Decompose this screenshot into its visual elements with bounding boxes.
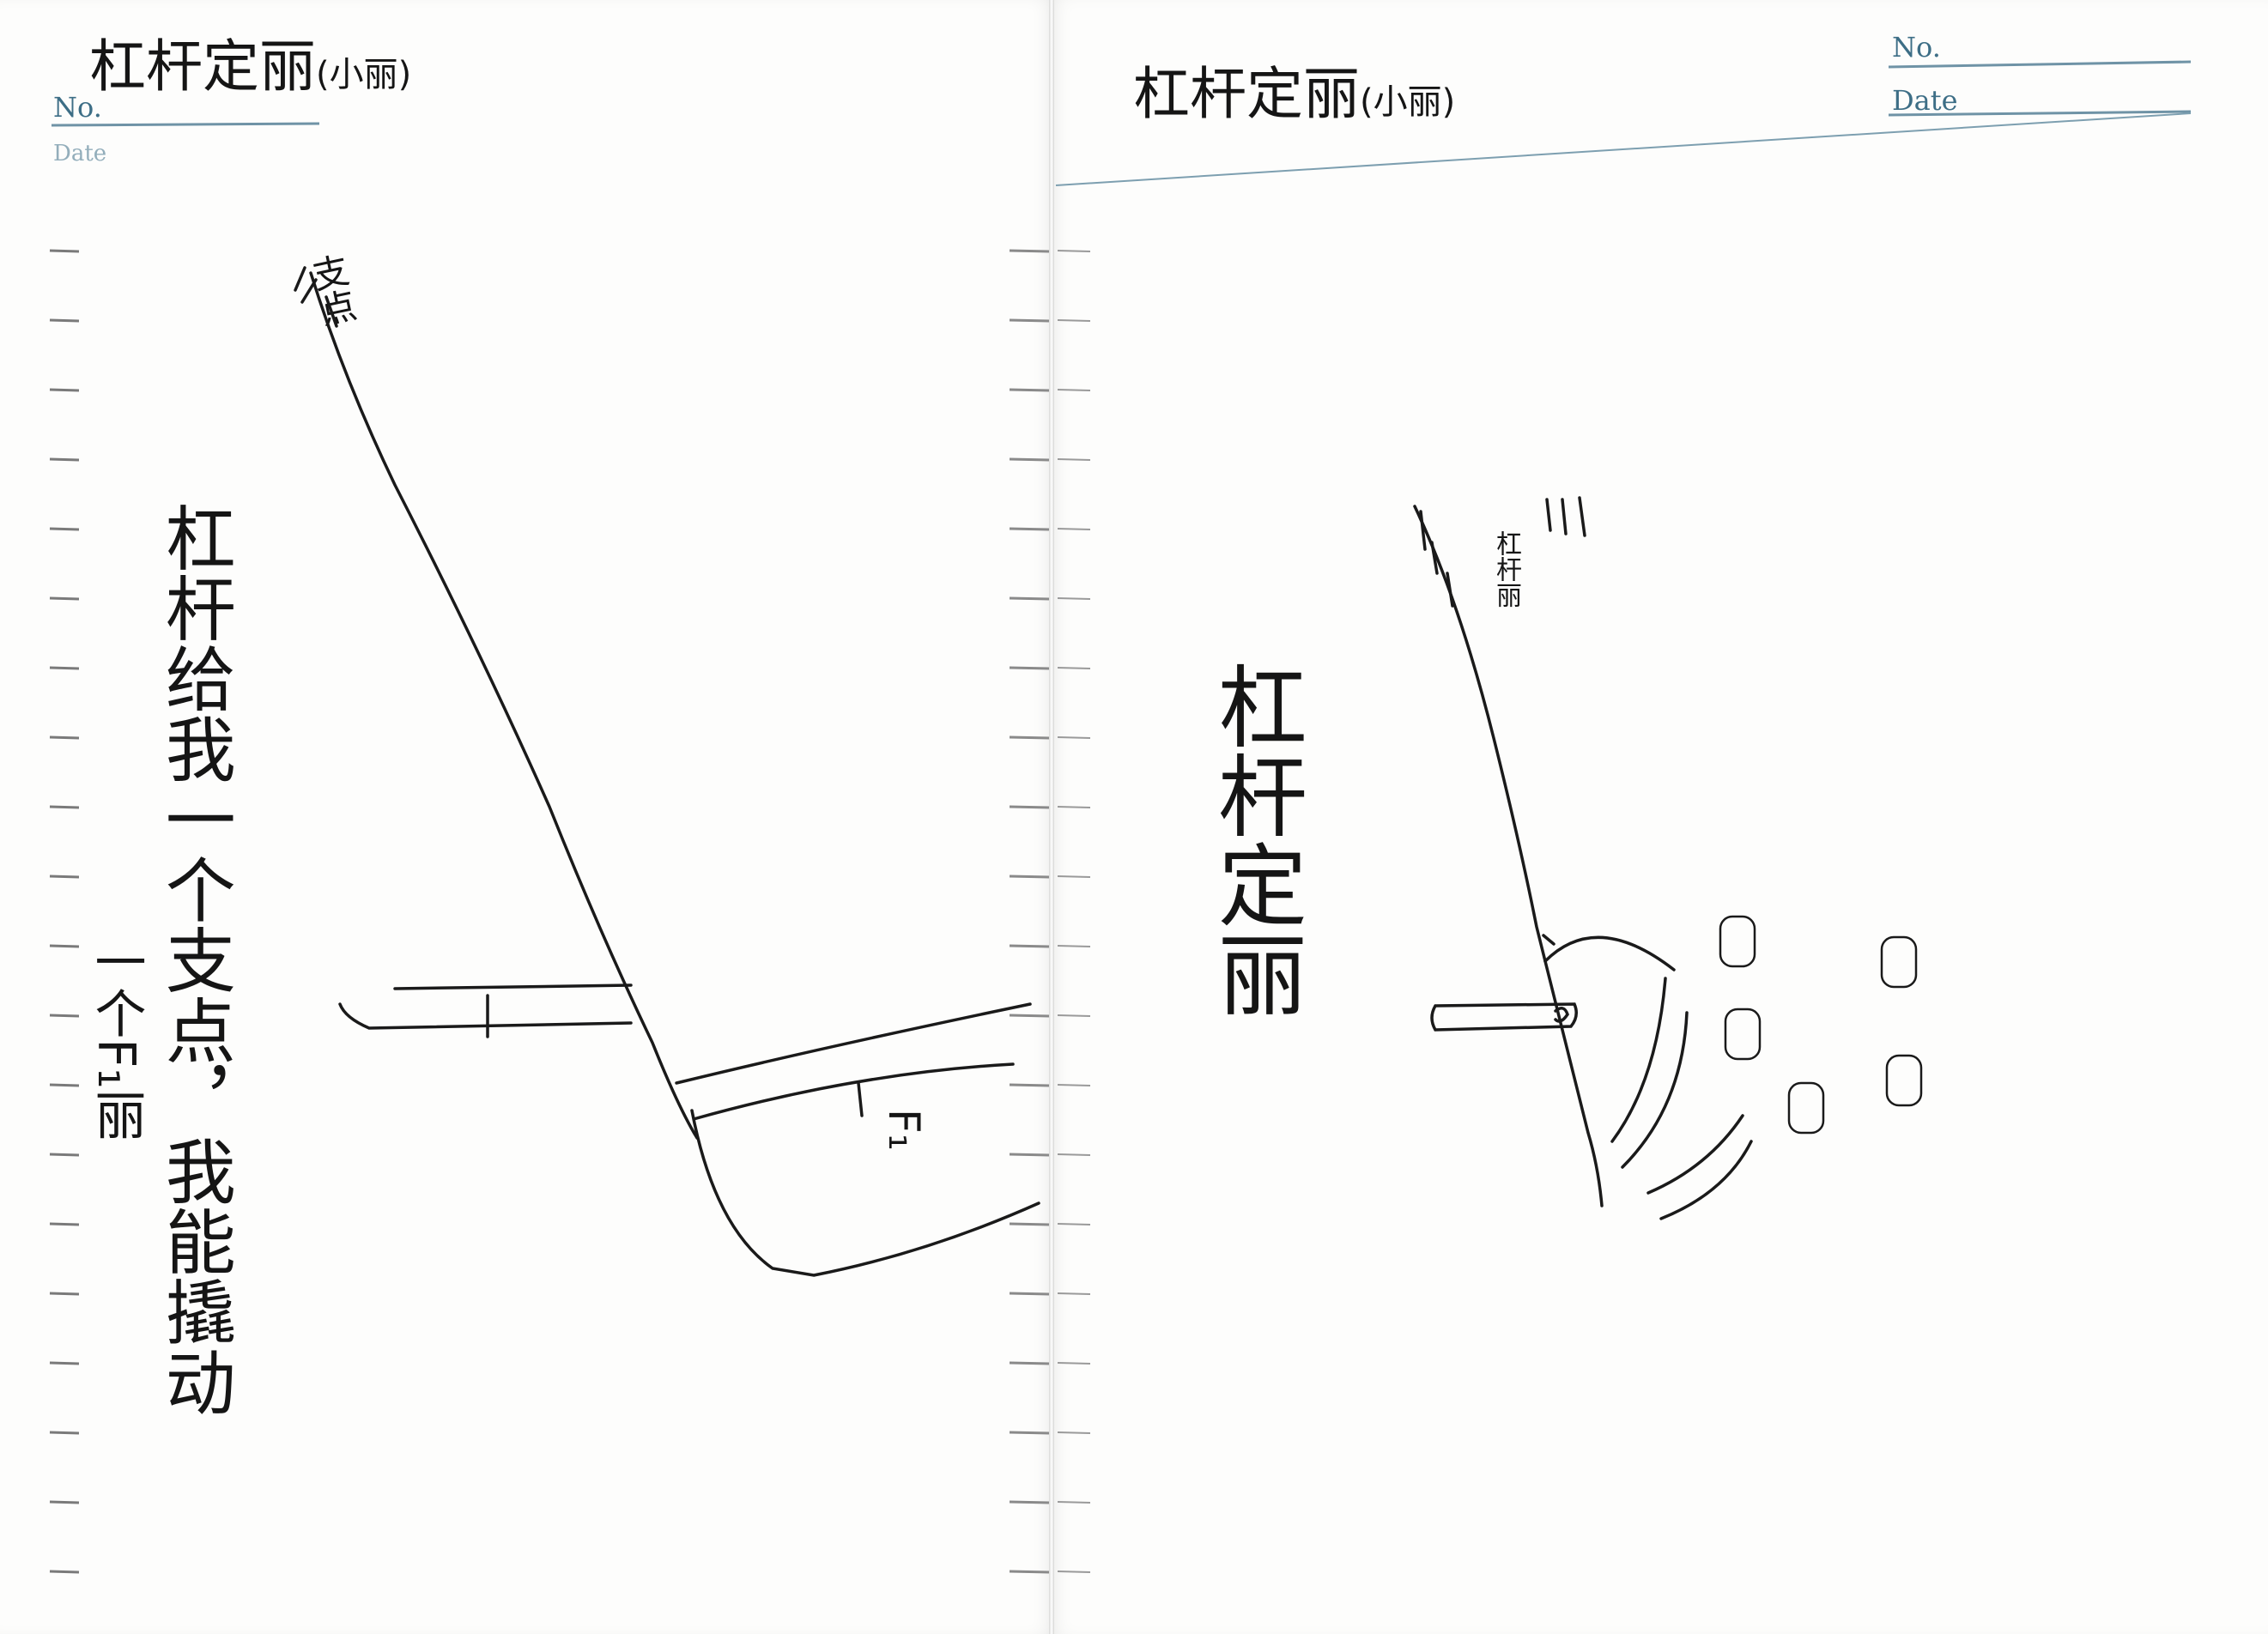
- margin-tick: [1009, 1083, 1050, 1087]
- margin-tick: [1009, 318, 1050, 323]
- weight-doodle: [1787, 1081, 1825, 1135]
- force-label: F₁: [879, 1109, 929, 1151]
- vertical-note: 杠杆给我一个支点，我能撬动: [153, 502, 235, 1417]
- margin-tick: [1009, 596, 1050, 601]
- left-notebook-page: [0, 0, 1052, 1634]
- weight-doodle: [1719, 915, 1756, 968]
- pivot-circle: [1554, 1007, 1569, 1023]
- hatch-marks: [1542, 934, 1753, 1220]
- margin-tick: [49, 1431, 80, 1435]
- margin-tick: [49, 1083, 80, 1087]
- margin-tick: [1057, 736, 1091, 739]
- page-title: 杠杆定丽(小丽): [1133, 61, 1456, 127]
- margin-tick: [1057, 528, 1091, 530]
- margin-tick: [1057, 806, 1091, 808]
- margin-tick: [1057, 1292, 1091, 1295]
- horizontal-bar: [338, 983, 633, 1030]
- no-field-label: No.: [1892, 31, 1941, 64]
- margin-tick: [1057, 945, 1091, 947]
- margin-tick: [1009, 1361, 1050, 1365]
- right-notebook-page: [1052, 0, 2268, 1634]
- margin-tick: [1057, 875, 1091, 878]
- lever-ticks: [1419, 510, 1454, 608]
- margin-tick: [1009, 1292, 1050, 1296]
- margin-tick: [1057, 1501, 1091, 1504]
- margin-tick: [1009, 1153, 1050, 1157]
- margin-tick: [1009, 1222, 1050, 1226]
- force-arrow: [857, 1081, 864, 1117]
- margin-tick: [49, 1570, 80, 1574]
- margin-tick: [1009, 874, 1050, 879]
- margin-tick: [1009, 527, 1050, 531]
- margin-tick: [1009, 944, 1050, 948]
- margin-tick: [49, 874, 80, 879]
- margin-tick: [49, 944, 80, 948]
- margin-tick: [1009, 666, 1050, 670]
- margin-tick: [49, 527, 80, 531]
- margin-tick: [1057, 597, 1091, 600]
- margin-tick: [49, 1361, 80, 1365]
- margin-tick: [1009, 1500, 1050, 1504]
- margin-tick: [1057, 1153, 1091, 1156]
- margin-tick: [1057, 667, 1091, 669]
- margin-tick: [1057, 1014, 1091, 1017]
- margin-tick: [49, 805, 80, 809]
- margin-tick: [1057, 1223, 1091, 1226]
- margin-tick: [49, 666, 80, 670]
- margin-tick: [1057, 1570, 1091, 1573]
- margin-tick: [1009, 735, 1050, 740]
- notebook-spine: [1049, 0, 1054, 1634]
- vertical-title: 杠杆定丽: [1202, 661, 1307, 1018]
- fulcrum-mark: [294, 266, 338, 328]
- margin-tick: [49, 1292, 80, 1296]
- page-title: 杠杆定丽(小丽): [89, 33, 412, 100]
- margin-tick: [1009, 805, 1050, 809]
- margin-tick: [1009, 1570, 1050, 1574]
- weight-doodle: [1885, 1054, 1923, 1107]
- lever-line: [1413, 505, 1604, 1207]
- fulcrum-box: [1430, 1002, 1578, 1032]
- margin-tick: [49, 596, 80, 601]
- margin-tick: [49, 735, 80, 740]
- margin-tick: [49, 1222, 80, 1226]
- force-shape: [675, 1002, 1040, 1277]
- margin-tick: [1009, 457, 1050, 462]
- margin-tick: [1009, 1431, 1050, 1435]
- margin-tick: [1057, 1084, 1091, 1086]
- margin-tick: [1057, 1362, 1091, 1365]
- lever-line: [309, 271, 699, 1140]
- date-field-label: Date: [53, 141, 107, 166]
- margin-tick: [49, 318, 80, 323]
- weight-doodle: [1724, 1008, 1762, 1061]
- margin-tick: [1057, 1431, 1091, 1434]
- margin-tick: [1009, 1014, 1050, 1018]
- weight-doodle: [1880, 935, 1918, 989]
- margin-tick: [49, 1014, 80, 1018]
- margin-tick: [1057, 458, 1091, 461]
- vertical-strokes: [1545, 496, 1586, 537]
- margin-tick: [49, 457, 80, 462]
- lever-label: 杠杆丽: [1491, 530, 1521, 608]
- no-field-label: No.: [53, 91, 102, 124]
- margin-tick: [1057, 319, 1091, 322]
- margin-tick: [49, 1153, 80, 1157]
- vertical-note: 一个F₁丽: [86, 935, 146, 1141]
- date-field-label: Date: [1892, 84, 1958, 117]
- margin-tick: [49, 1500, 80, 1504]
